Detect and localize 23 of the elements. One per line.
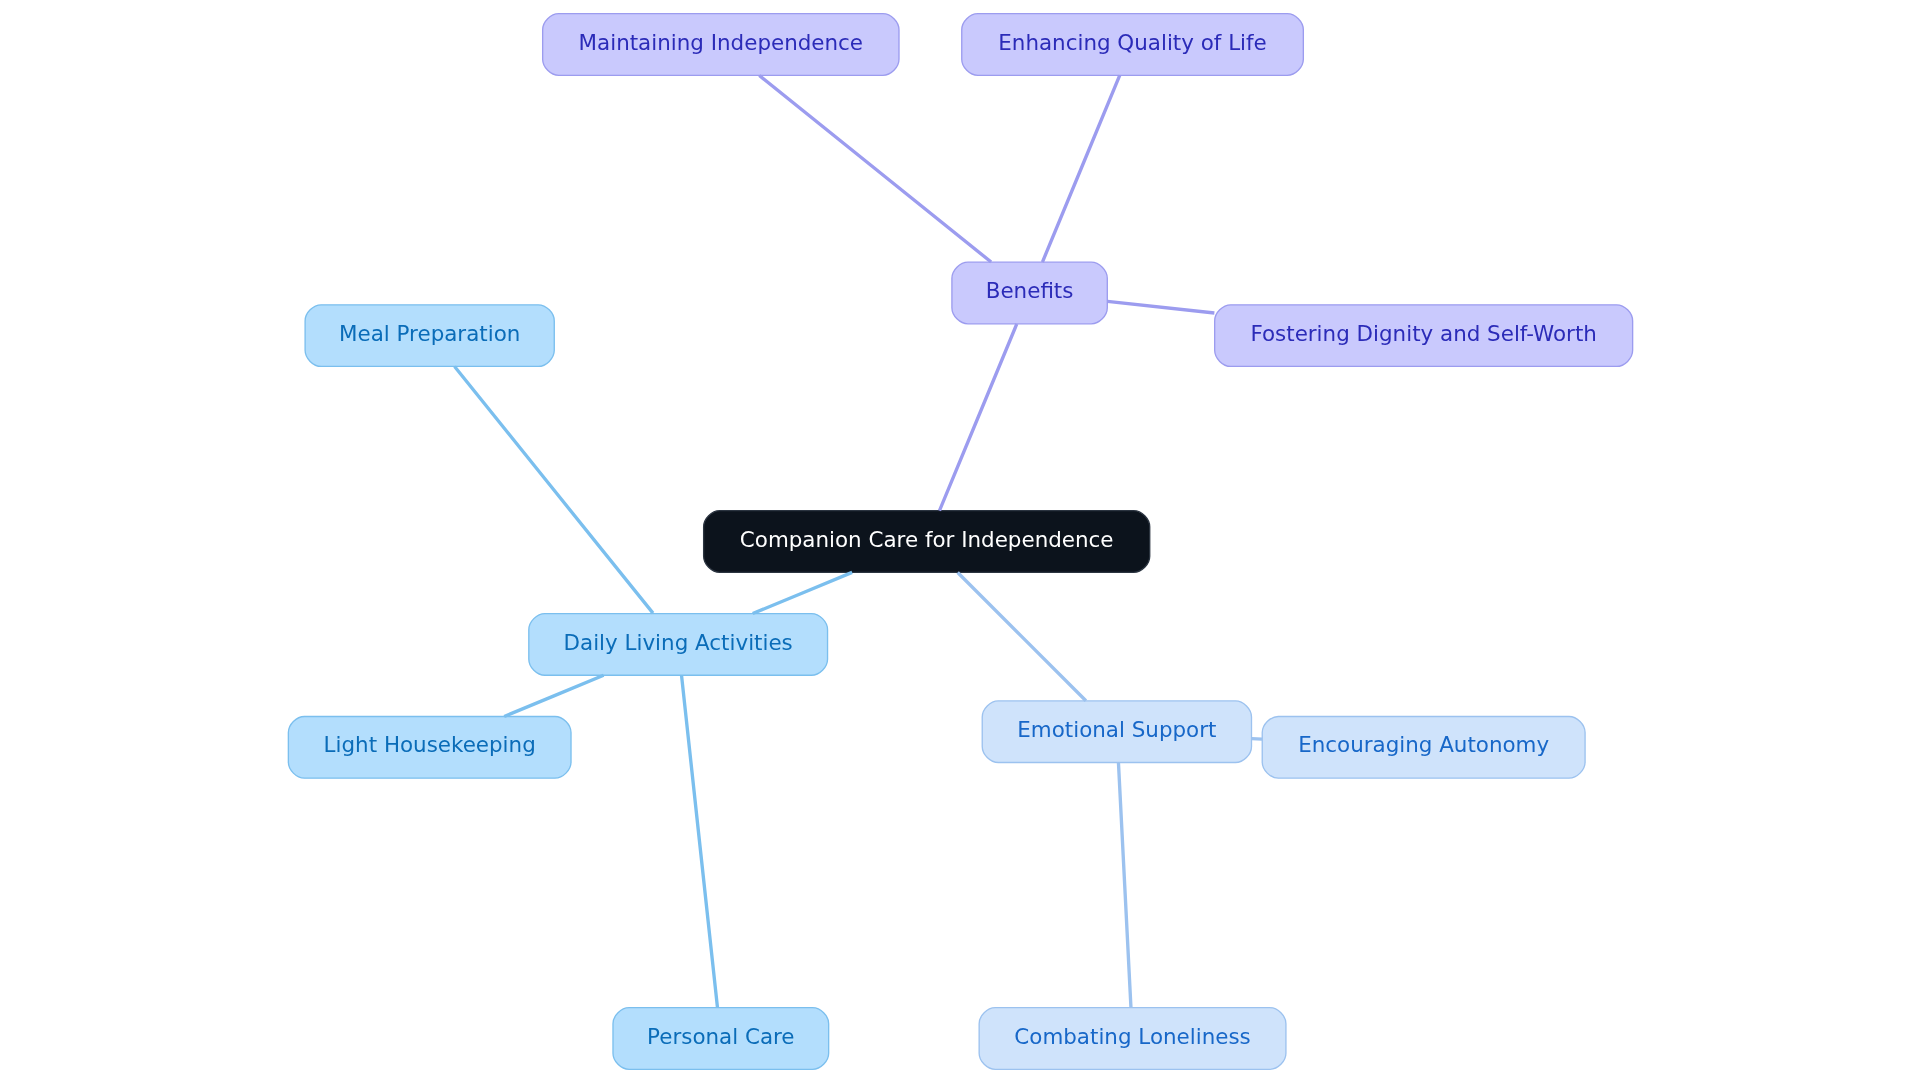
node-box: Meal Preparation bbox=[303, 304, 555, 368]
connector bbox=[503, 673, 604, 719]
connector bbox=[955, 571, 1087, 702]
connector bbox=[1106, 299, 1215, 315]
node-box: Benefits bbox=[950, 261, 1108, 325]
connector bbox=[1251, 736, 1262, 741]
connector bbox=[757, 74, 992, 264]
node-box: Maintaining Independence bbox=[541, 13, 900, 76]
node-box: Combating Loneliness bbox=[978, 1007, 1287, 1070]
node-box: Daily Living Activities bbox=[527, 612, 828, 676]
node-box: Encouraging Autonomy bbox=[1261, 715, 1586, 779]
connector bbox=[1040, 74, 1121, 263]
node-box: Enhancing Quality of Life bbox=[960, 13, 1304, 76]
node-box: Fostering Dignity and Self-Worth bbox=[1213, 304, 1633, 368]
connector bbox=[452, 365, 654, 615]
connector bbox=[679, 675, 719, 1008]
node-box: Emotional Support bbox=[981, 700, 1252, 764]
connector bbox=[1116, 762, 1133, 1008]
node-box: Personal Care bbox=[611, 1007, 829, 1070]
connector bbox=[751, 570, 853, 616]
node-box: Light Housekeeping bbox=[287, 715, 572, 779]
node-box: Companion Care for Independence bbox=[702, 510, 1150, 573]
connector bbox=[937, 323, 1018, 512]
